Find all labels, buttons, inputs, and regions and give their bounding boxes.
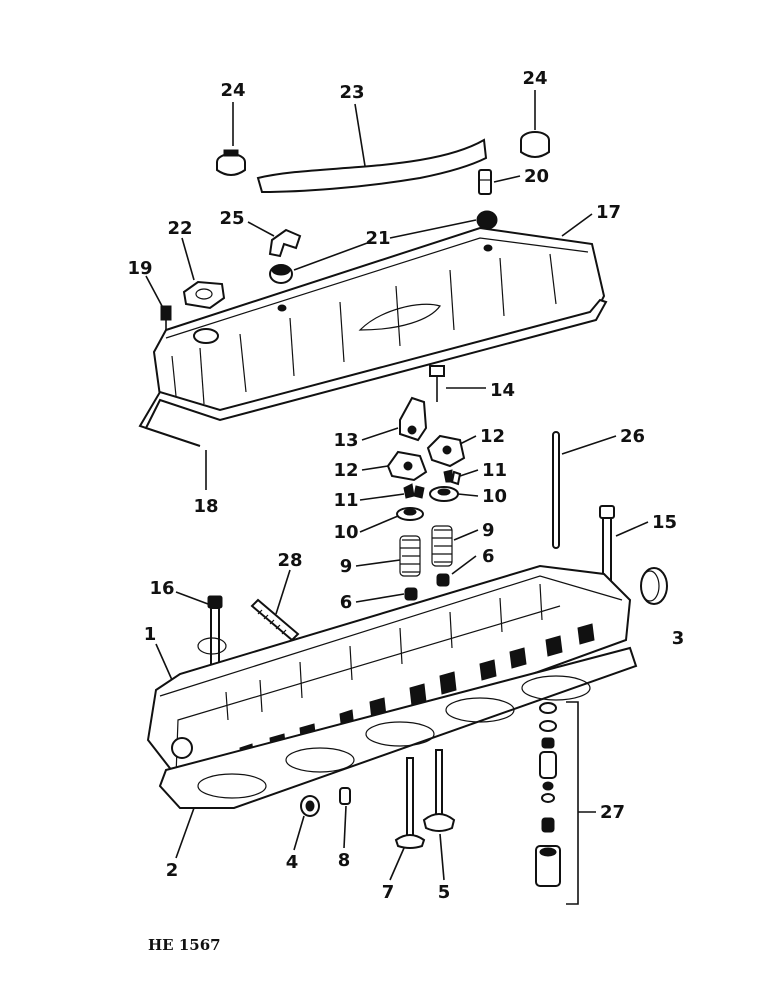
callout-27: 27 [600,802,625,823]
breather-fitting [478,169,492,195]
callout-6-right: 6 [482,546,495,567]
callout-26: 26 [620,426,645,447]
callout-24-left: 24 [220,80,245,101]
head-bolt-left [207,595,223,667]
expansion-plug [640,567,668,605]
callout-10-right: 10 [482,486,507,507]
callout-21: 21 [365,228,390,249]
callout-19: 19 [127,258,152,279]
spring-retainer-left [396,507,424,521]
valve-keepers-left [403,483,425,499]
hose-clamp-right [520,131,550,158]
valve-cover [152,226,606,414]
callout-24-right: 24 [522,68,547,89]
callout-22: 22 [167,218,192,239]
filler-cap [182,280,226,310]
grommet-right [476,210,498,230]
callout-3: 3 [672,628,685,649]
valve-cover-gasket [138,298,608,447]
callout-17: 17 [596,202,621,223]
callout-11-right: 11 [482,460,507,481]
head-bolt-right [599,505,615,583]
valve-spring-left [399,535,421,577]
callout-12-right: 12 [480,426,505,447]
callout-9-left: 9 [340,556,353,577]
callout-5: 5 [438,882,451,903]
callout-14: 14 [490,380,515,401]
hose-clamp-left [216,149,246,176]
callout-labels: 24 24 23 20 17 21 25 22 19 18 14 13 12 1… [127,68,684,903]
callout-7: 7 [382,882,395,903]
injector-sleeve-kit [535,702,561,887]
spring-retainer-right [429,486,459,502]
callout-10-left: 10 [333,522,358,543]
rocker-arm-left [386,450,428,482]
grommet-left [269,264,293,284]
threaded-stud [250,598,300,642]
exhaust-valve [422,749,456,832]
head-gasket [158,646,638,809]
callout-13: 13 [333,430,358,451]
valve-seal-right [436,573,450,587]
callout-4: 4 [286,852,299,873]
callout-6-left: 6 [340,592,353,613]
rocker-arm-right [426,434,466,468]
valve-spring-right [431,525,453,567]
callout-23: 23 [339,82,364,103]
cover-bolt [160,305,172,330]
rocker-pedestal [399,396,428,442]
breather-hose [256,138,488,194]
callout-25: 25 [219,208,244,229]
figure-code: HE 1567 [148,936,221,954]
valve-seal-left [404,587,418,601]
valve-keepers-right [443,469,462,486]
callout-8: 8 [338,850,351,871]
callout-9-right: 9 [482,520,495,541]
callout-28: 28 [277,550,302,571]
intake-valve [394,757,426,849]
callout-12-left: 12 [333,460,358,481]
callout-18: 18 [193,496,218,517]
kit-bracket [566,701,579,905]
callout-20: 20 [524,166,549,187]
leader-lines [145,90,649,881]
dowel-pin [339,787,351,805]
callout-1: 1 [144,624,157,645]
callout-15: 15 [652,512,677,533]
callout-16: 16 [149,578,174,599]
cup-plug [300,795,320,817]
push-rod [552,431,560,549]
elbow-fitting [268,228,302,258]
rocker-bolt [429,365,445,402]
callout-11-left: 11 [333,490,358,511]
callout-2: 2 [166,860,179,881]
